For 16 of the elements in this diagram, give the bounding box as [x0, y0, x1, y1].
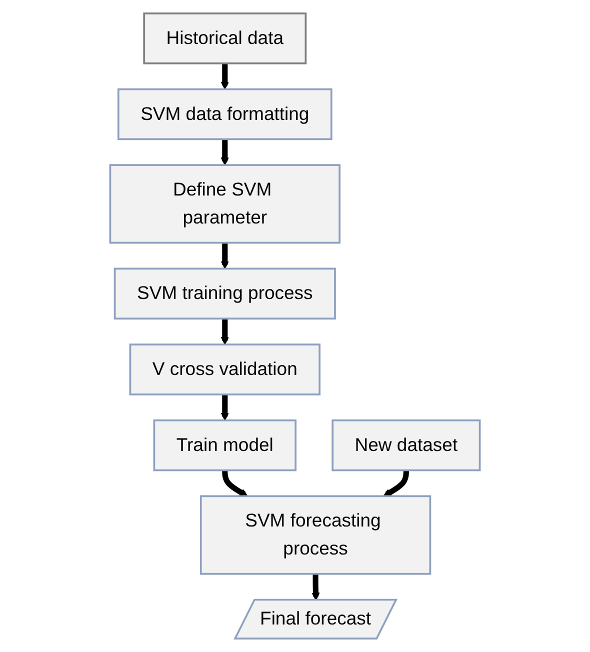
- arrow: [220, 394, 229, 421]
- node-box: Define SVM parameter: [109, 164, 340, 244]
- node-box: SVM training process: [114, 268, 336, 320]
- node-box: Train model: [153, 419, 296, 472]
- arrow: [220, 62, 229, 90]
- arrow: [312, 573, 320, 601]
- arrow: [220, 318, 229, 345]
- arrow: [383, 470, 409, 497]
- arrow: [220, 242, 229, 270]
- node-box: Historical data: [143, 12, 307, 64]
- node-box: SVM data formatting: [117, 88, 332, 140]
- node-box: New dataset: [332, 419, 481, 472]
- arrow: [222, 470, 248, 497]
- node-box: V cross validation: [129, 344, 320, 396]
- node-box: SVM forecasting process: [200, 495, 432, 575]
- arrow: [220, 138, 229, 166]
